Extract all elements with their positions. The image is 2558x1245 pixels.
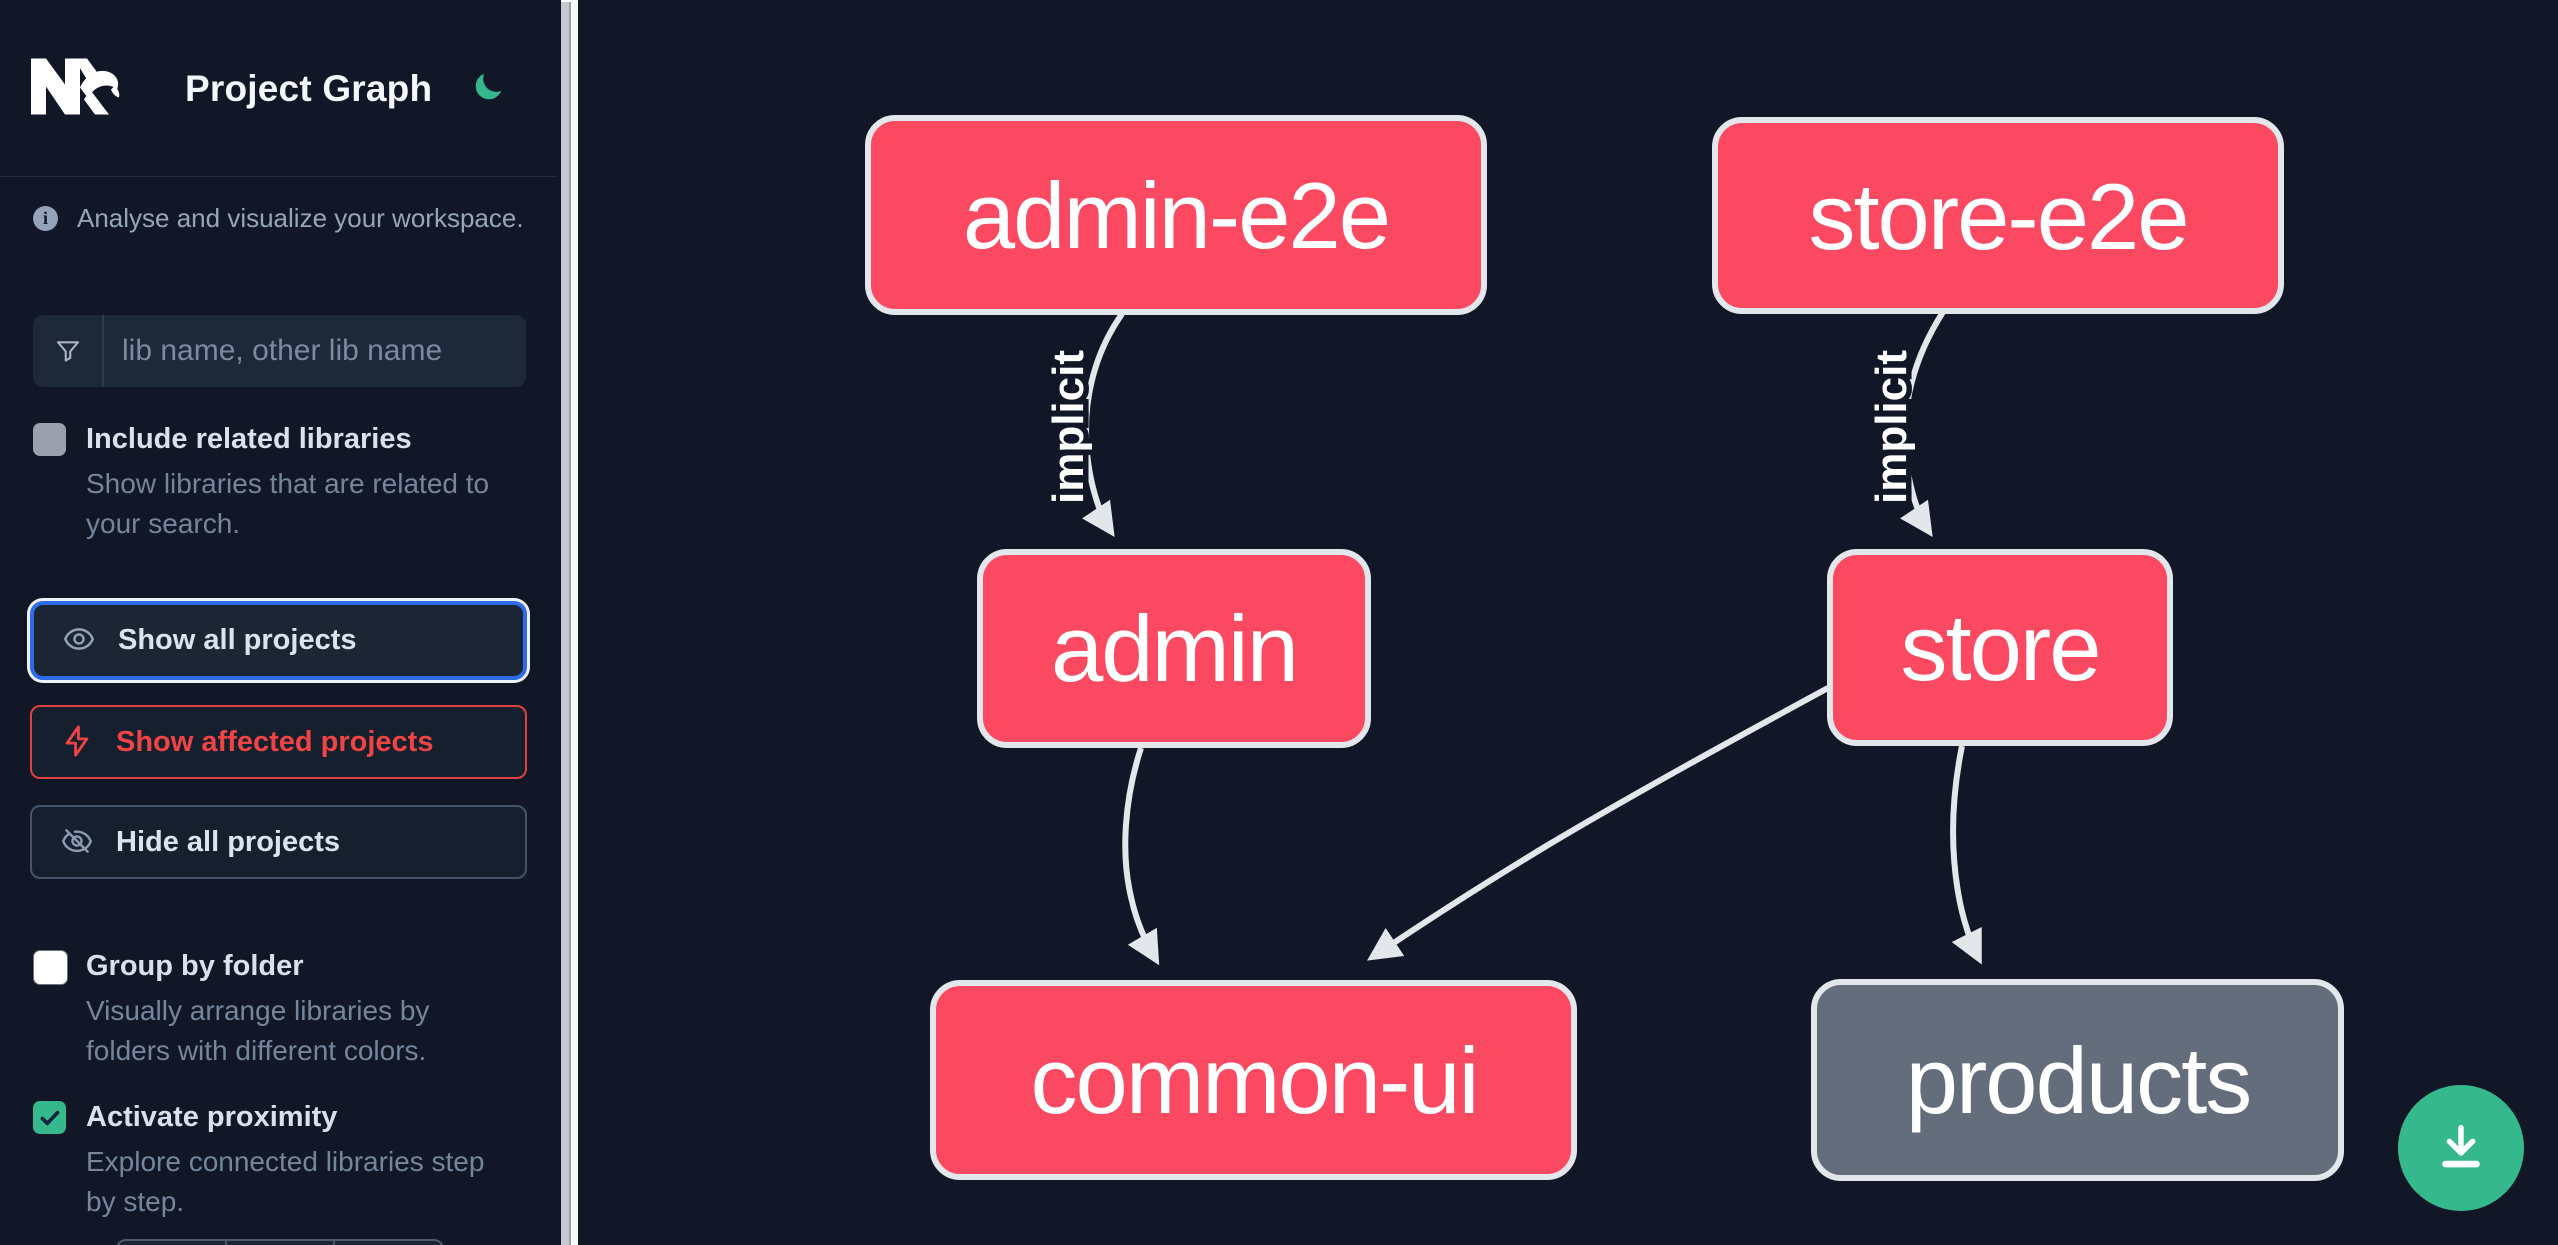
node-products[interactable]: products	[1811, 979, 2344, 1181]
checkbox-activate-proximity[interactable]	[33, 1101, 66, 1134]
edge-store-e2e-to-store	[1900, 310, 1946, 537]
segment-1[interactable]	[118, 1241, 227, 1245]
toggle-label: Include related libraries	[86, 423, 412, 455]
show-all-projects-label: Show all projects	[118, 624, 357, 656]
edge-label-implicit: implicit	[1044, 350, 1093, 504]
node-store-e2e[interactable]: store-e2e	[1712, 117, 2284, 314]
node-label: admin-e2e	[963, 163, 1389, 268]
workspace-intro: i Analyse and visualize your workspace.	[33, 203, 524, 234]
hide-all-projects-button[interactable]: Hide all projects	[30, 805, 527, 879]
sidebar: Project Graph i Analyse and visualize yo…	[0, 0, 557, 1245]
download-button[interactable]	[2398, 1085, 2524, 1211]
node-label: products	[1906, 1028, 2251, 1133]
toggle-activate-proximity: Activate proximity Explore connected lib…	[33, 1098, 523, 1222]
node-label: admin	[1051, 596, 1297, 701]
sidebar-header: Project Graph	[0, 0, 557, 177]
toggle-group-by-folder: Group by folder Visually arrange librari…	[33, 947, 523, 1071]
eye-off-icon	[60, 824, 94, 861]
edge-store-to-common-ui	[1367, 685, 1830, 961]
node-store[interactable]: store	[1827, 549, 2173, 746]
edge-label-implicit: implicit	[1867, 350, 1916, 504]
toggle-description: Show libraries that are related to your …	[86, 468, 490, 539]
download-icon	[2430, 1116, 2492, 1181]
toggle-description: Explore connected libraries step by step…	[86, 1146, 485, 1217]
node-label: store-e2e	[1808, 164, 2187, 269]
checkbox-group-by-folder[interactable]	[33, 950, 68, 985]
filter-icon	[33, 315, 104, 387]
node-label: store	[1901, 595, 2100, 700]
segment-2[interactable]	[227, 1241, 336, 1245]
show-affected-projects-button[interactable]: Show affected projects	[30, 705, 527, 779]
edge-store-to-products	[1950, 745, 1982, 965]
nx-logo-icon	[31, 58, 120, 115]
intro-text: Analyse and visualize your workspace.	[77, 203, 524, 233]
checkbox-include-related[interactable]	[33, 423, 66, 456]
toggle-include-related: Include related libraries Show libraries…	[33, 420, 523, 544]
info-icon: i	[33, 206, 58, 231]
page-title: Project Graph	[185, 68, 433, 109]
show-affected-projects-label: Show affected projects	[116, 725, 434, 758]
sidebar-scrollbar-track	[561, 0, 578, 1245]
node-admin[interactable]: admin	[977, 549, 1371, 748]
bolt-icon	[60, 724, 94, 761]
moon-icon[interactable]	[468, 68, 508, 108]
eye-icon	[62, 622, 96, 659]
edge-admin-e2e-to-admin	[1082, 312, 1125, 537]
show-all-projects-button[interactable]: Show all projects	[30, 601, 527, 680]
toggle-label: Group by folder	[86, 950, 304, 982]
search-box	[33, 315, 526, 387]
search-input[interactable]	[104, 315, 526, 387]
edge-admin-to-common-ui	[1122, 747, 1160, 966]
node-common-ui[interactable]: common-ui	[930, 980, 1577, 1180]
sidebar-scrollbar-thumb[interactable]	[561, 2, 571, 1245]
toggle-label: Activate proximity	[86, 1101, 338, 1133]
hide-all-projects-label: Hide all projects	[116, 825, 341, 858]
node-label: common-ui	[1031, 1028, 1478, 1133]
node-admin-e2e[interactable]: admin-e2e	[865, 115, 1487, 315]
toggle-description: Visually arrange libraries by folders wi…	[86, 995, 430, 1066]
